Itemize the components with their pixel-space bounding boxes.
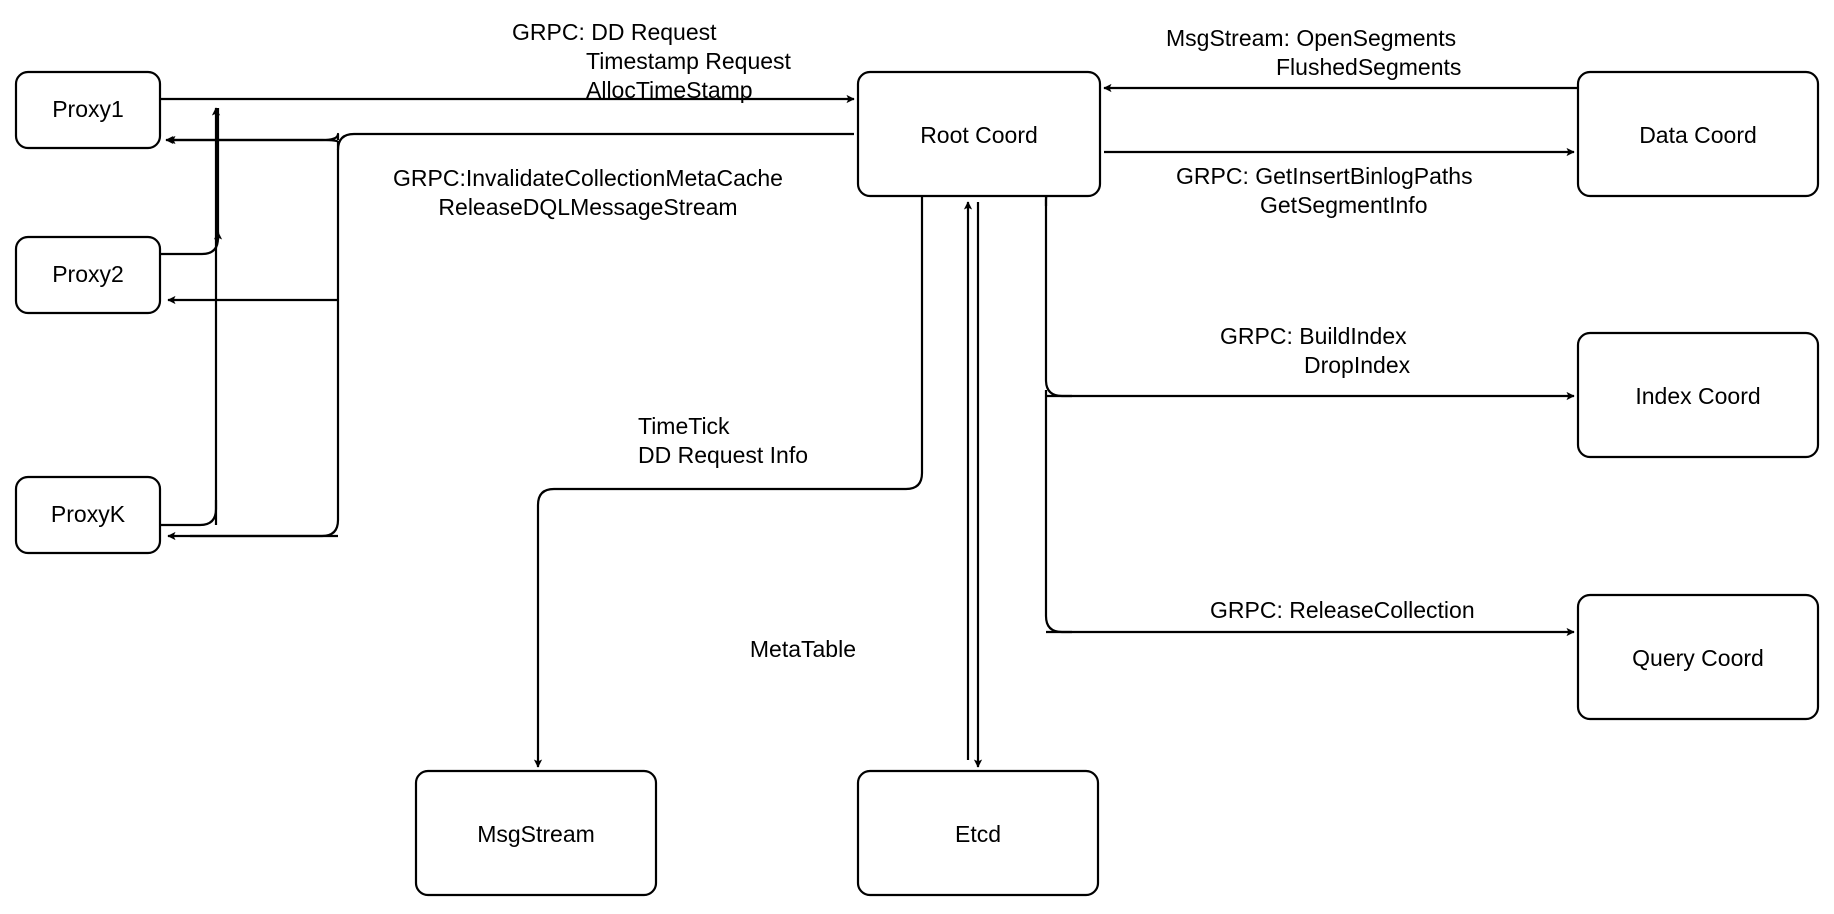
edge-label-root-to-proxy: GRPC:InvalidateCollectionMetaCacheReleas… <box>393 165 783 220</box>
edge-rootcoord-to-msgstream <box>533 196 924 768</box>
node-msgstream-label: MsgStream <box>477 821 595 847</box>
edge-label-datacoord-to-root-line-0: MsgStream: OpenSegments <box>1166 25 1456 51</box>
node-indexcoord-label: Index Coord <box>1635 383 1760 409</box>
node-rootcoord[interactable]: Root Coord <box>856 70 1102 198</box>
node-proxyk[interactable]: ProxyK <box>14 475 162 555</box>
edge-label-root-to-querycoord-line-0: GRPC: ReleaseCollection <box>1210 597 1475 623</box>
node-proxyk-label: ProxyK <box>51 501 126 527</box>
edge-proxy2-riser <box>160 231 223 256</box>
node-proxy1[interactable]: Proxy1 <box>14 70 162 150</box>
edge-label-proxy-to-root-line-0: GRPC: DD Request <box>512 19 717 45</box>
edge-label-root-to-indexcoord-line-0: GRPC: BuildIndex <box>1220 323 1407 349</box>
edge-layer <box>160 83 1578 768</box>
node-indexcoord-box[interactable] <box>1576 331 1820 459</box>
edge-label-root-to-datacoord-line-0: GRPC: GetInsertBinlogPaths <box>1176 163 1473 189</box>
edge-label-root-to-msgstream-line-1: DD Request Info <box>638 442 808 468</box>
node-querycoord-box[interactable] <box>1576 593 1820 721</box>
node-etcd[interactable]: Etcd <box>856 769 1100 897</box>
node-proxy1-label: Proxy1 <box>52 96 124 122</box>
node-rootcoord-box[interactable] <box>856 70 1102 198</box>
node-querycoord-label: Query Coord <box>1632 645 1764 671</box>
node-querycoord[interactable]: Query Coord <box>1576 593 1820 721</box>
edge-label-root-to-etcd: MetaTable <box>750 636 856 662</box>
edge-label-root-to-indexcoord-line-1: DropIndex <box>1304 352 1411 378</box>
edge-rootcoord-right-trunk <box>1044 196 1072 398</box>
node-datacoord-box[interactable] <box>1576 70 1820 198</box>
edge-label-proxy-to-root-line-1: Timestamp Request <box>586 48 792 74</box>
edge-rootcoord-to-proxy1-branch <box>167 135 340 150</box>
edge-label-root-to-datacoord-line-1: GetSegmentInfo <box>1260 192 1428 218</box>
node-rootcoord-label: Root Coord <box>920 122 1038 148</box>
edge-label-root-to-etcd-line-0: MetaTable <box>750 636 856 662</box>
node-proxy2[interactable]: Proxy2 <box>14 235 162 315</box>
node-etcd-box[interactable] <box>856 769 1100 897</box>
node-indexcoord[interactable]: Index Coord <box>1576 331 1820 459</box>
node-msgstream-box[interactable] <box>414 769 658 897</box>
node-proxyk-box[interactable] <box>14 475 162 555</box>
node-layer: Proxy1 Proxy2 ProxyK Root Coord Data Coo… <box>14 70 1820 897</box>
node-msgstream[interactable]: MsgStream <box>414 769 658 897</box>
node-proxy2-box[interactable] <box>14 235 162 315</box>
node-proxy2-label: Proxy2 <box>52 261 124 287</box>
edge-label-datacoord-to-root-line-1: FlushedSegments <box>1276 54 1461 80</box>
edge-label-root-to-querycoord: GRPC: ReleaseCollection <box>1210 597 1475 623</box>
edge-label-root-to-proxy-line-1: ReleaseDQLMessageStream <box>438 194 737 220</box>
node-proxy1-box[interactable] <box>14 70 162 150</box>
edge-label-root-to-msgstream-line-0: TimeTick <box>638 413 730 439</box>
node-datacoord[interactable]: Data Coord <box>1576 70 1820 198</box>
edge-rootcoord-right-trunk-lower <box>1044 390 1072 634</box>
node-datacoord-label: Data Coord <box>1639 122 1757 148</box>
node-etcd-label: Etcd <box>955 821 1001 847</box>
edge-label-root-to-msgstream: TimeTick DD Request Info <box>638 413 808 468</box>
edge-label-proxy-to-root-line-2: AllocTimeStamp <box>586 77 753 103</box>
edge-proxyk-into-riser <box>160 500 218 527</box>
edge-label-root-to-proxy-line-0: GRPC:InvalidateCollectionMetaCache <box>393 165 783 191</box>
